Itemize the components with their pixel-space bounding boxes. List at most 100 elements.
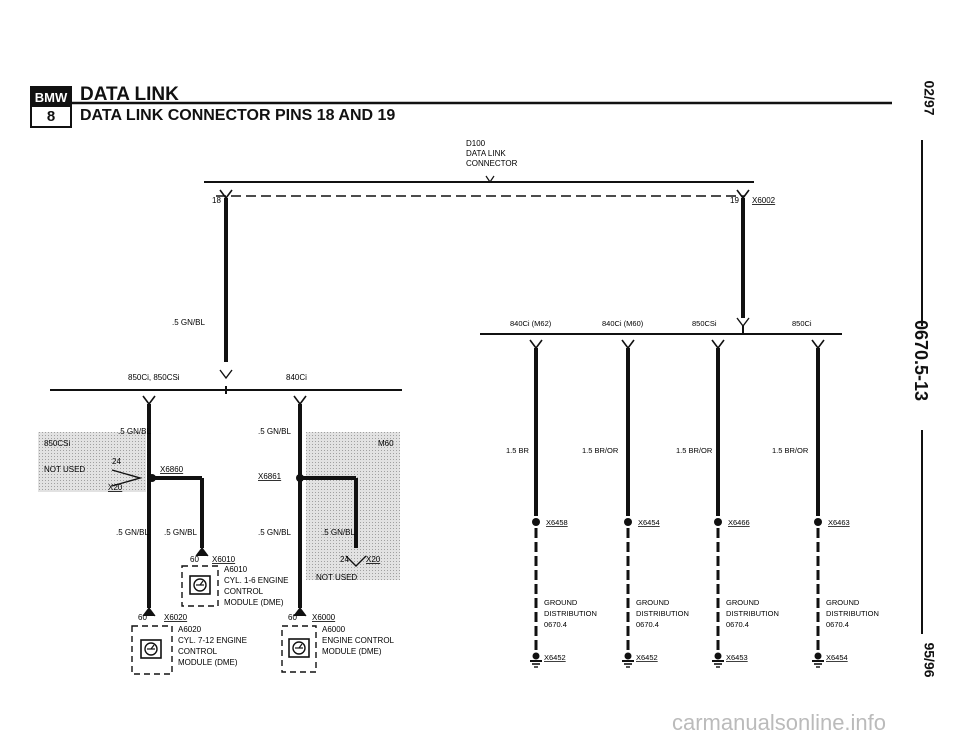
- branch-4-variant-label: 850Ci: [792, 319, 812, 328]
- branch-3-ground-line3: 0670.4: [726, 620, 749, 629]
- a6010-id: A6010: [224, 565, 248, 574]
- branch-2-ground-line1: GROUND: [636, 598, 670, 607]
- page-title: DATA LINK: [80, 84, 179, 105]
- wire-b2-label: .5 GN/BL: [258, 528, 291, 537]
- connector-label-1: DATA LINK: [466, 149, 506, 158]
- branch-a-terminal: [142, 395, 156, 406]
- pin-18-label: 18: [212, 196, 221, 205]
- page-subtitle: DATA LINK CONNECTOR PINS 18 AND 19: [80, 107, 396, 124]
- branch-b-terminal: [293, 395, 307, 406]
- branch-1-ground-dot: [532, 652, 540, 660]
- pin-19-label: 19: [730, 196, 739, 205]
- branch-2-ground-dot: [624, 652, 632, 660]
- x20a-label: X20: [108, 483, 123, 492]
- a6000-line1: ENGINE CONTROL: [322, 636, 395, 645]
- branch-2-ground-label: X6452: [636, 653, 658, 662]
- branch-2-ground-icon: [621, 660, 635, 668]
- branch-2-terminal: [621, 339, 635, 350]
- branch-1-ground-label: X6452: [544, 653, 566, 662]
- branch-4-ground-dot: [814, 652, 822, 660]
- branch-1-variant-label: 840Ci (M62): [510, 319, 552, 328]
- a6020-line1: CYL. 7-12 ENGINE: [178, 636, 247, 645]
- branch-1-splice-label: X6458: [546, 518, 568, 527]
- module-a6010-outline: [181, 565, 219, 607]
- a6010-line1: CYL. 1-6 ENGINE: [224, 576, 288, 585]
- branch-3-ground-line2: DISTRIBUTION: [726, 609, 779, 618]
- pin60c-terminal: [293, 607, 307, 617]
- pin60b-terminal: [142, 607, 156, 617]
- not-used-b: NOT USED: [316, 573, 357, 582]
- branch-1-wire-label: 1.5 BR: [506, 446, 530, 455]
- module-a6000-outline: [281, 625, 317, 673]
- x20b-label: X20: [366, 555, 381, 564]
- module-a6020-outline: [131, 625, 173, 675]
- watermark: carmanualsonline.info: [672, 710, 887, 735]
- wire-a2-label: .5 GN/BL: [116, 528, 149, 537]
- branch-2-splice-label: X6454: [638, 518, 660, 527]
- a6020-id: A6020: [178, 625, 202, 634]
- branch-3-ground-icon: [711, 660, 725, 668]
- wire-pin18-label: .5 GN/BL: [172, 318, 205, 327]
- pin-24a: 24: [112, 457, 121, 466]
- branch-1-splice-dot: [532, 518, 540, 526]
- wire-a1-label: .5 GN/BL: [118, 427, 151, 436]
- connector-id: D100: [466, 139, 486, 148]
- pin-24b: 24: [340, 555, 349, 564]
- a6000-id: A6000: [322, 625, 346, 634]
- module-a6020-icon: [140, 639, 162, 659]
- shade-m60: [306, 432, 400, 580]
- branch-3-wire-label: 1.5 BR/OR: [676, 446, 713, 455]
- a6010-line2: CONTROL: [224, 587, 264, 596]
- branch-4-splice-dot: [814, 518, 822, 526]
- branch-4-ground-icon: [811, 660, 825, 668]
- branch-1-ground-line3: 0670.4: [544, 620, 567, 629]
- pin60b-label: 60: [138, 613, 147, 622]
- logo-top-text: BMW: [32, 88, 70, 107]
- module-a6010-icon: [189, 575, 211, 595]
- branch-3-variant-label: 850CSi: [692, 319, 717, 328]
- wire-a3-label: .5 GN/BL: [164, 528, 197, 537]
- branch-4-ground-line3: 0670.4: [826, 620, 849, 629]
- variant-840: 840Ci: [286, 373, 307, 382]
- wire-b1-label: .5 GN/BL: [258, 427, 291, 436]
- branch-4-ground-line1: GROUND: [826, 598, 860, 607]
- module-a6000-icon: [288, 638, 310, 658]
- right-variant-arrow: [736, 317, 750, 328]
- branch-3-splice-dot: [714, 518, 722, 526]
- x6010-label: X6010: [212, 555, 236, 564]
- branch-2-ground-line2: DISTRIBUTION: [636, 609, 689, 618]
- x6020-label: X6020: [164, 613, 188, 622]
- branch-3-terminal: [711, 339, 725, 350]
- x20a-connector: [111, 469, 143, 487]
- a6010-line3: MODULE (DME): [224, 598, 284, 607]
- branch-4-terminal: [811, 339, 825, 350]
- connector-label-2: CONNECTOR: [466, 159, 518, 168]
- pin-18-terminal: [219, 189, 233, 200]
- branch-3-ground-dot: [714, 652, 722, 660]
- branch-3-ground-line1: GROUND: [726, 598, 760, 607]
- branch-2-variant-label: 840Ci (M60): [602, 319, 644, 328]
- a6000-line2: MODULE (DME): [322, 647, 382, 656]
- wire-b3-label: .5 GN/BL: [322, 528, 355, 537]
- branch-1-ground-line2: DISTRIBUTION: [544, 609, 597, 618]
- shade-label-m60: M60: [378, 439, 394, 448]
- branch-2-wire-label: 1.5 BR/OR: [582, 446, 619, 455]
- branch-1-ground-line1: GROUND: [544, 598, 578, 607]
- branch-3-ground-label: X6453: [726, 653, 748, 662]
- bmw-logo: BMW 8: [30, 86, 72, 128]
- logo-bottom-text: 8: [46, 108, 56, 125]
- shade-label-850csi: 850CSi: [44, 439, 70, 448]
- pin60a-label: 60: [190, 555, 199, 564]
- a6020-line2: CONTROL: [178, 647, 218, 656]
- branch-1-ground-icon: [529, 660, 543, 668]
- branch-4-wire-label: 1.5 BR/OR: [772, 446, 809, 455]
- branch-1-terminal: [529, 339, 543, 350]
- x6861-label: X6861: [258, 472, 282, 481]
- not-used-a: NOT USED: [44, 465, 85, 474]
- a6020-line3: MODULE (DME): [178, 658, 238, 667]
- branch-4-ground-line2: DISTRIBUTION: [826, 609, 879, 618]
- left-variant-arrow: [219, 369, 233, 380]
